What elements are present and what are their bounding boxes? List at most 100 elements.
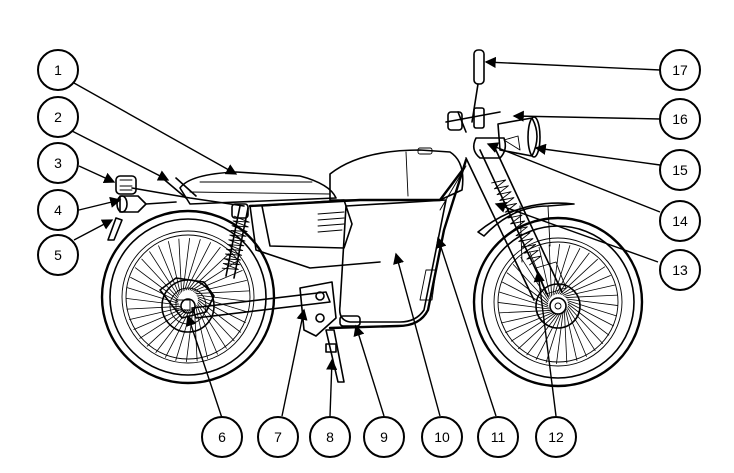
- spoke: [567, 300, 617, 317]
- spoke: [184, 239, 201, 291]
- callout-14: 14: [659, 200, 701, 242]
- spoke: [197, 303, 227, 349]
- spoke: [552, 243, 560, 296]
- leader-line-16: [512, 110, 661, 122]
- callout-8: 8: [309, 416, 351, 458]
- leader-line-4: [78, 196, 122, 211]
- foot-peg: [339, 315, 361, 327]
- leader-lines: [71, 56, 661, 419]
- callout-label: 17: [672, 62, 688, 78]
- spoke: [505, 312, 554, 333]
- leader-line-2: [71, 130, 170, 181]
- callout-label: 12: [548, 429, 564, 445]
- callout-label: 15: [672, 162, 688, 178]
- side-panel: [261, 199, 353, 249]
- spoke: [497, 302, 550, 310]
- callout-13: 13: [659, 249, 701, 291]
- rear-light: [115, 175, 137, 195]
- spoke: [567, 303, 610, 336]
- leader-line-11: [435, 236, 497, 417]
- callout-2: 2: [37, 96, 79, 138]
- callout-label: 1: [54, 62, 62, 78]
- callout-label: 7: [274, 429, 282, 445]
- callout-4: 4: [37, 189, 79, 231]
- spoke: [567, 305, 604, 345]
- spoke: [512, 263, 549, 303]
- callout-label: 5: [54, 247, 62, 263]
- callout-15: 15: [659, 149, 701, 191]
- callout-3: 3: [37, 142, 79, 184]
- spoke: [554, 245, 571, 295]
- spoke: [189, 253, 230, 291]
- footpeg-bracket: [299, 281, 337, 337]
- spoke: [185, 242, 212, 291]
- leader-line-9: [353, 324, 385, 417]
- spoke: [556, 312, 564, 365]
- spoke: [187, 246, 221, 291]
- callout-16: 16: [659, 98, 701, 140]
- spoke: [561, 266, 606, 295]
- spoke: [562, 275, 611, 296]
- spoke: [182, 237, 191, 292]
- callout-label: 9: [380, 429, 388, 445]
- callout-label: 2: [54, 109, 62, 125]
- spring-coil: [221, 215, 250, 270]
- spoke: [196, 294, 251, 303]
- callout-6: 6: [201, 416, 243, 458]
- callout-label: 3: [54, 155, 62, 171]
- spoke: [565, 310, 578, 361]
- spoke: [535, 313, 561, 361]
- rear-shock: [221, 203, 250, 279]
- callout-label: 13: [672, 262, 688, 278]
- callout-11: 11: [477, 416, 519, 458]
- callout-label: 6: [218, 429, 226, 445]
- spoke: [139, 309, 185, 339]
- spoke: [498, 310, 551, 314]
- leader-line-17: [484, 56, 661, 71]
- spoke: [566, 308, 587, 357]
- spoke: [129, 307, 182, 321]
- spoke: [149, 251, 179, 297]
- leader-line-7: [281, 308, 308, 417]
- spoke: [566, 298, 619, 306]
- spoke: [567, 301, 615, 327]
- spoke: [499, 291, 549, 308]
- leader-line-3: [78, 165, 116, 184]
- callout-label: 4: [54, 202, 62, 218]
- leader-line-14: [486, 142, 661, 213]
- callout-7: 7: [257, 416, 299, 458]
- spoke: [178, 238, 182, 293]
- callout-1: 1: [37, 49, 79, 91]
- spring-coil: [491, 179, 542, 266]
- spoke: [517, 313, 557, 350]
- license-bracket: [107, 217, 123, 241]
- spoke: [564, 311, 568, 364]
- leader-line-8: [326, 358, 338, 417]
- spoke: [191, 261, 237, 291]
- front-fender: [477, 202, 575, 237]
- callout-9: 9: [363, 416, 405, 458]
- spoke: [564, 284, 615, 297]
- callout-5: 5: [37, 234, 79, 276]
- spoke: [567, 307, 596, 352]
- callout-17: 17: [659, 49, 701, 91]
- leader-line-10: [393, 252, 441, 417]
- spoke: [133, 308, 184, 330]
- spoke: [141, 258, 179, 299]
- spoke: [167, 241, 181, 294]
- callout-label: 16: [672, 111, 688, 127]
- spoke: [130, 276, 179, 303]
- leader-line-15: [534, 143, 661, 166]
- spoke: [526, 313, 559, 356]
- spoke: [510, 313, 555, 342]
- callout-label: 11: [491, 429, 506, 445]
- spoke: [194, 279, 247, 293]
- battery-cover: [338, 199, 447, 323]
- leader-line-12: [533, 270, 557, 417]
- spoke: [126, 306, 181, 310]
- spoke: [195, 290, 250, 294]
- leader-line-6: [185, 314, 223, 419]
- tank: [329, 149, 464, 201]
